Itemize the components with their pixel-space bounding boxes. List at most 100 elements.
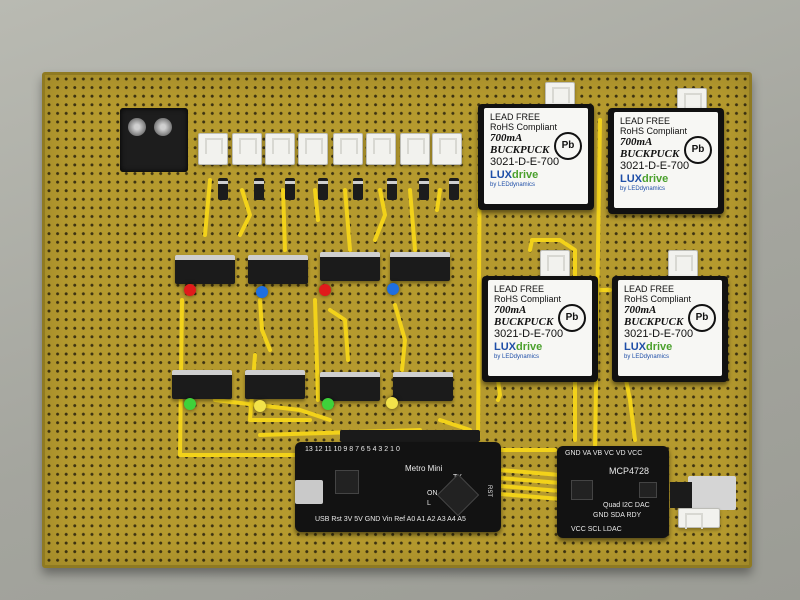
connector-header — [232, 133, 262, 165]
buckpuck-label: LEAD FREE RoHS Compliant 700mA BUCKPUCK … — [618, 280, 722, 376]
lead-free-text: LEAD FREE — [620, 116, 671, 126]
rating-text: 700mA — [490, 132, 523, 144]
rating-text: 700mA — [494, 304, 527, 316]
led-red — [319, 284, 331, 296]
wire — [281, 188, 287, 252]
led-blue — [256, 286, 268, 298]
buckpuck-label: LEAD FREE RoHS Compliant 700mA BUCKPUCK … — [484, 108, 588, 204]
rst-label: RST — [486, 485, 492, 497]
pb-free-icon: Pb — [684, 136, 712, 164]
lead-free-text: LEAD FREE — [494, 284, 545, 294]
connector-header — [198, 133, 228, 165]
wire — [373, 188, 387, 242]
dac-chip — [571, 480, 593, 500]
connector-header — [678, 508, 720, 529]
wire — [328, 308, 350, 362]
maker-text: by LEDdynamics — [490, 182, 536, 188]
wire — [203, 178, 212, 237]
maker-text: by LEDdynamics — [494, 354, 540, 360]
luxdrive-logo: LUXdrive — [624, 341, 673, 353]
diode — [419, 178, 429, 200]
mcp4728-board: GND VA VB VC VD VCC MCP4728 Quad I2C DAC… — [557, 446, 669, 538]
mosfet — [393, 372, 453, 401]
pb-free-icon: Pb — [554, 132, 582, 160]
buckpuck-driver-4: LEAD FREE RoHS Compliant 700mA BUCKPUCK … — [612, 276, 728, 382]
wire — [498, 484, 562, 493]
led-yellow — [254, 400, 266, 412]
diode — [318, 178, 328, 200]
wire — [498, 468, 562, 477]
wire — [393, 303, 407, 372]
part-code: 3021-D-E-700 — [624, 328, 694, 340]
mosfet — [172, 370, 232, 399]
microcontroller-chip — [436, 473, 480, 517]
pins-top-label: 13 12 11 10 9 8 7 6 5 4 3 2 1 0 — [305, 446, 400, 453]
model-text: BUCKPUCK — [494, 316, 554, 328]
mcp-pins-bottom: VCC SCL LDAC — [571, 526, 622, 533]
wire — [435, 188, 442, 212]
luxdrive-logo: LUXdrive — [494, 341, 543, 353]
mosfet — [248, 255, 308, 284]
diode — [353, 178, 363, 200]
lead-free-text: LEAD FREE — [624, 284, 675, 294]
rohs-text: RoHS Compliant — [624, 294, 692, 304]
screw-terminal-block — [120, 108, 188, 172]
pb-free-icon: Pb — [688, 304, 716, 332]
led-green — [322, 398, 334, 410]
wire — [496, 378, 502, 402]
mosfet — [245, 370, 305, 399]
usb-chip — [335, 470, 359, 494]
screw-icon — [154, 118, 172, 136]
model-text: BUCKPUCK — [624, 316, 684, 328]
wire — [313, 298, 320, 402]
diode — [387, 178, 397, 200]
wire — [213, 398, 332, 422]
model-text: BUCKPUCK — [620, 148, 680, 160]
voltage-regulator-tab — [688, 476, 736, 510]
pin-header-strip — [340, 430, 480, 442]
part-code: 3021-D-E-700 — [490, 156, 560, 168]
pb-free-icon: Pb — [558, 304, 586, 332]
maker-text: by LEDdynamics — [624, 354, 670, 360]
led-label-l: L — [427, 500, 431, 507]
wire — [238, 188, 252, 237]
led-red — [184, 284, 196, 296]
diode — [285, 178, 295, 200]
dac-chip-small — [639, 482, 657, 498]
wire — [498, 476, 562, 485]
wire — [343, 188, 352, 252]
wire — [623, 373, 637, 442]
connector-header — [333, 133, 363, 165]
screw-icon — [128, 118, 146, 136]
diode — [449, 178, 459, 200]
metro-mini-board: 13 12 11 10 9 8 7 6 5 4 3 2 1 0 Metro Mi… — [295, 442, 501, 532]
diode — [218, 178, 228, 200]
mosfet — [175, 255, 235, 284]
buckpuck-driver-1: LEAD FREE RoHS Compliant 700mA BUCKPUCK … — [478, 104, 594, 210]
led-yellow — [386, 397, 398, 409]
board-name: Metro Mini — [405, 464, 443, 473]
wire — [258, 298, 272, 352]
connector-header — [366, 133, 396, 165]
wire — [498, 492, 562, 501]
connector-header — [400, 133, 430, 165]
wire — [408, 188, 417, 252]
connector-header — [432, 133, 462, 165]
buckpuck-driver-2: LEAD FREE RoHS Compliant 700mA BUCKPUCK … — [608, 108, 724, 214]
rating-text: 700mA — [624, 304, 657, 316]
rohs-text: RoHS Compliant — [620, 126, 688, 136]
mcp-pins-bottom2: GND SDA RDY — [593, 512, 642, 519]
mosfet — [320, 372, 380, 401]
connector-header — [298, 133, 328, 165]
mcp-pins-top: GND VA VB VC VD VCC — [565, 450, 643, 457]
part-code: 3021-D-E-700 — [494, 328, 564, 340]
luxdrive-logo: LUXdrive — [490, 169, 539, 181]
part-code: 3021-D-E-700 — [620, 160, 690, 172]
led-green — [184, 398, 196, 410]
rohs-text: RoHS Compliant — [490, 122, 558, 132]
wire — [313, 188, 320, 222]
wire — [178, 298, 302, 457]
rohs-text: RoHS Compliant — [494, 294, 562, 304]
lead-free-text: LEAD FREE — [490, 112, 541, 122]
